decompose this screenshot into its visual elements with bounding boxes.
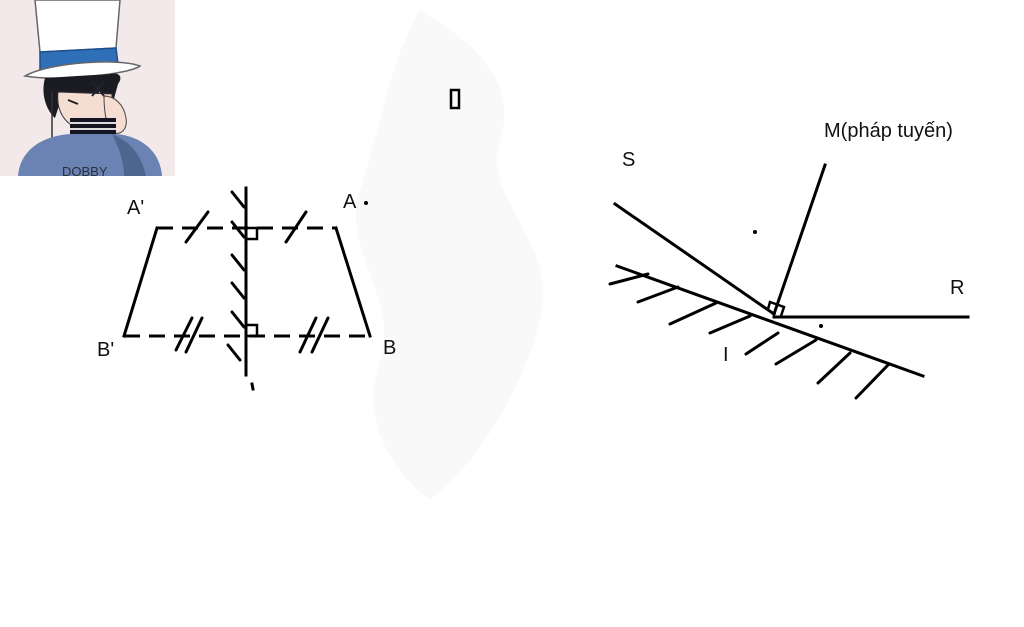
- label-i: I: [723, 344, 729, 366]
- right-angle-mark-bottom: [244, 323, 259, 338]
- dot-marker-1: [753, 230, 757, 234]
- label-r: R: [950, 277, 964, 299]
- label-b-prime: B': [97, 339, 114, 361]
- right-angle-mark-normal: [766, 300, 786, 317]
- incident-ray-si: [612, 201, 777, 317]
- avatar-shirt-text: DOBBY: [62, 164, 108, 179]
- reflection-diagram: S M(pháp tuyến) R I: [608, 120, 970, 400]
- segment-a-prime-b-prime: [122, 226, 159, 338]
- mirror-image-diagram: A' A B' B: [97, 186, 396, 391]
- label-m-normal: M(pháp tuyến): [824, 120, 953, 142]
- label-a-prime: A': [127, 197, 144, 219]
- right-angle-mark-top: [244, 226, 259, 241]
- mirror-surface-hatching: [608, 272, 890, 400]
- label-a: A: [343, 191, 357, 213]
- equal-length-ticks: [174, 210, 330, 354]
- point-a-dot: [364, 201, 368, 205]
- dot-marker-2: [819, 324, 823, 328]
- mirror-hatching: [226, 190, 246, 362]
- anime-character-avatar-icon: [18, 0, 162, 176]
- background-sketch: [355, 10, 544, 500]
- caret-mark: [449, 88, 461, 110]
- avatar: DOBBY: [0, 0, 175, 179]
- label-b: B: [383, 337, 396, 359]
- segment-a-b: [334, 226, 372, 338]
- label-s: S: [622, 149, 635, 171]
- normal-line-im: [772, 163, 827, 316]
- mirror-surface-line: [615, 264, 925, 378]
